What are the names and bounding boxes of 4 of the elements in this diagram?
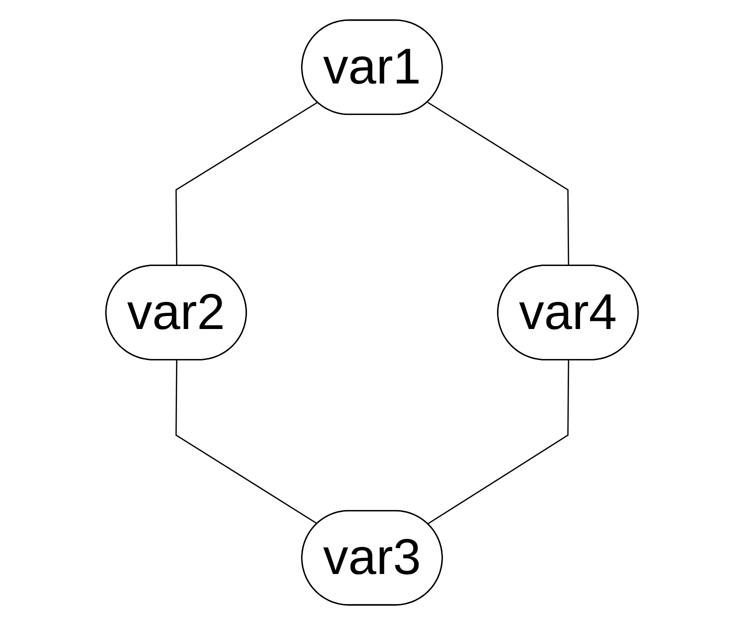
connector xyxy=(175,360,318,524)
connector xyxy=(427,360,570,524)
connector xyxy=(175,102,318,266)
connector xyxy=(427,102,570,266)
